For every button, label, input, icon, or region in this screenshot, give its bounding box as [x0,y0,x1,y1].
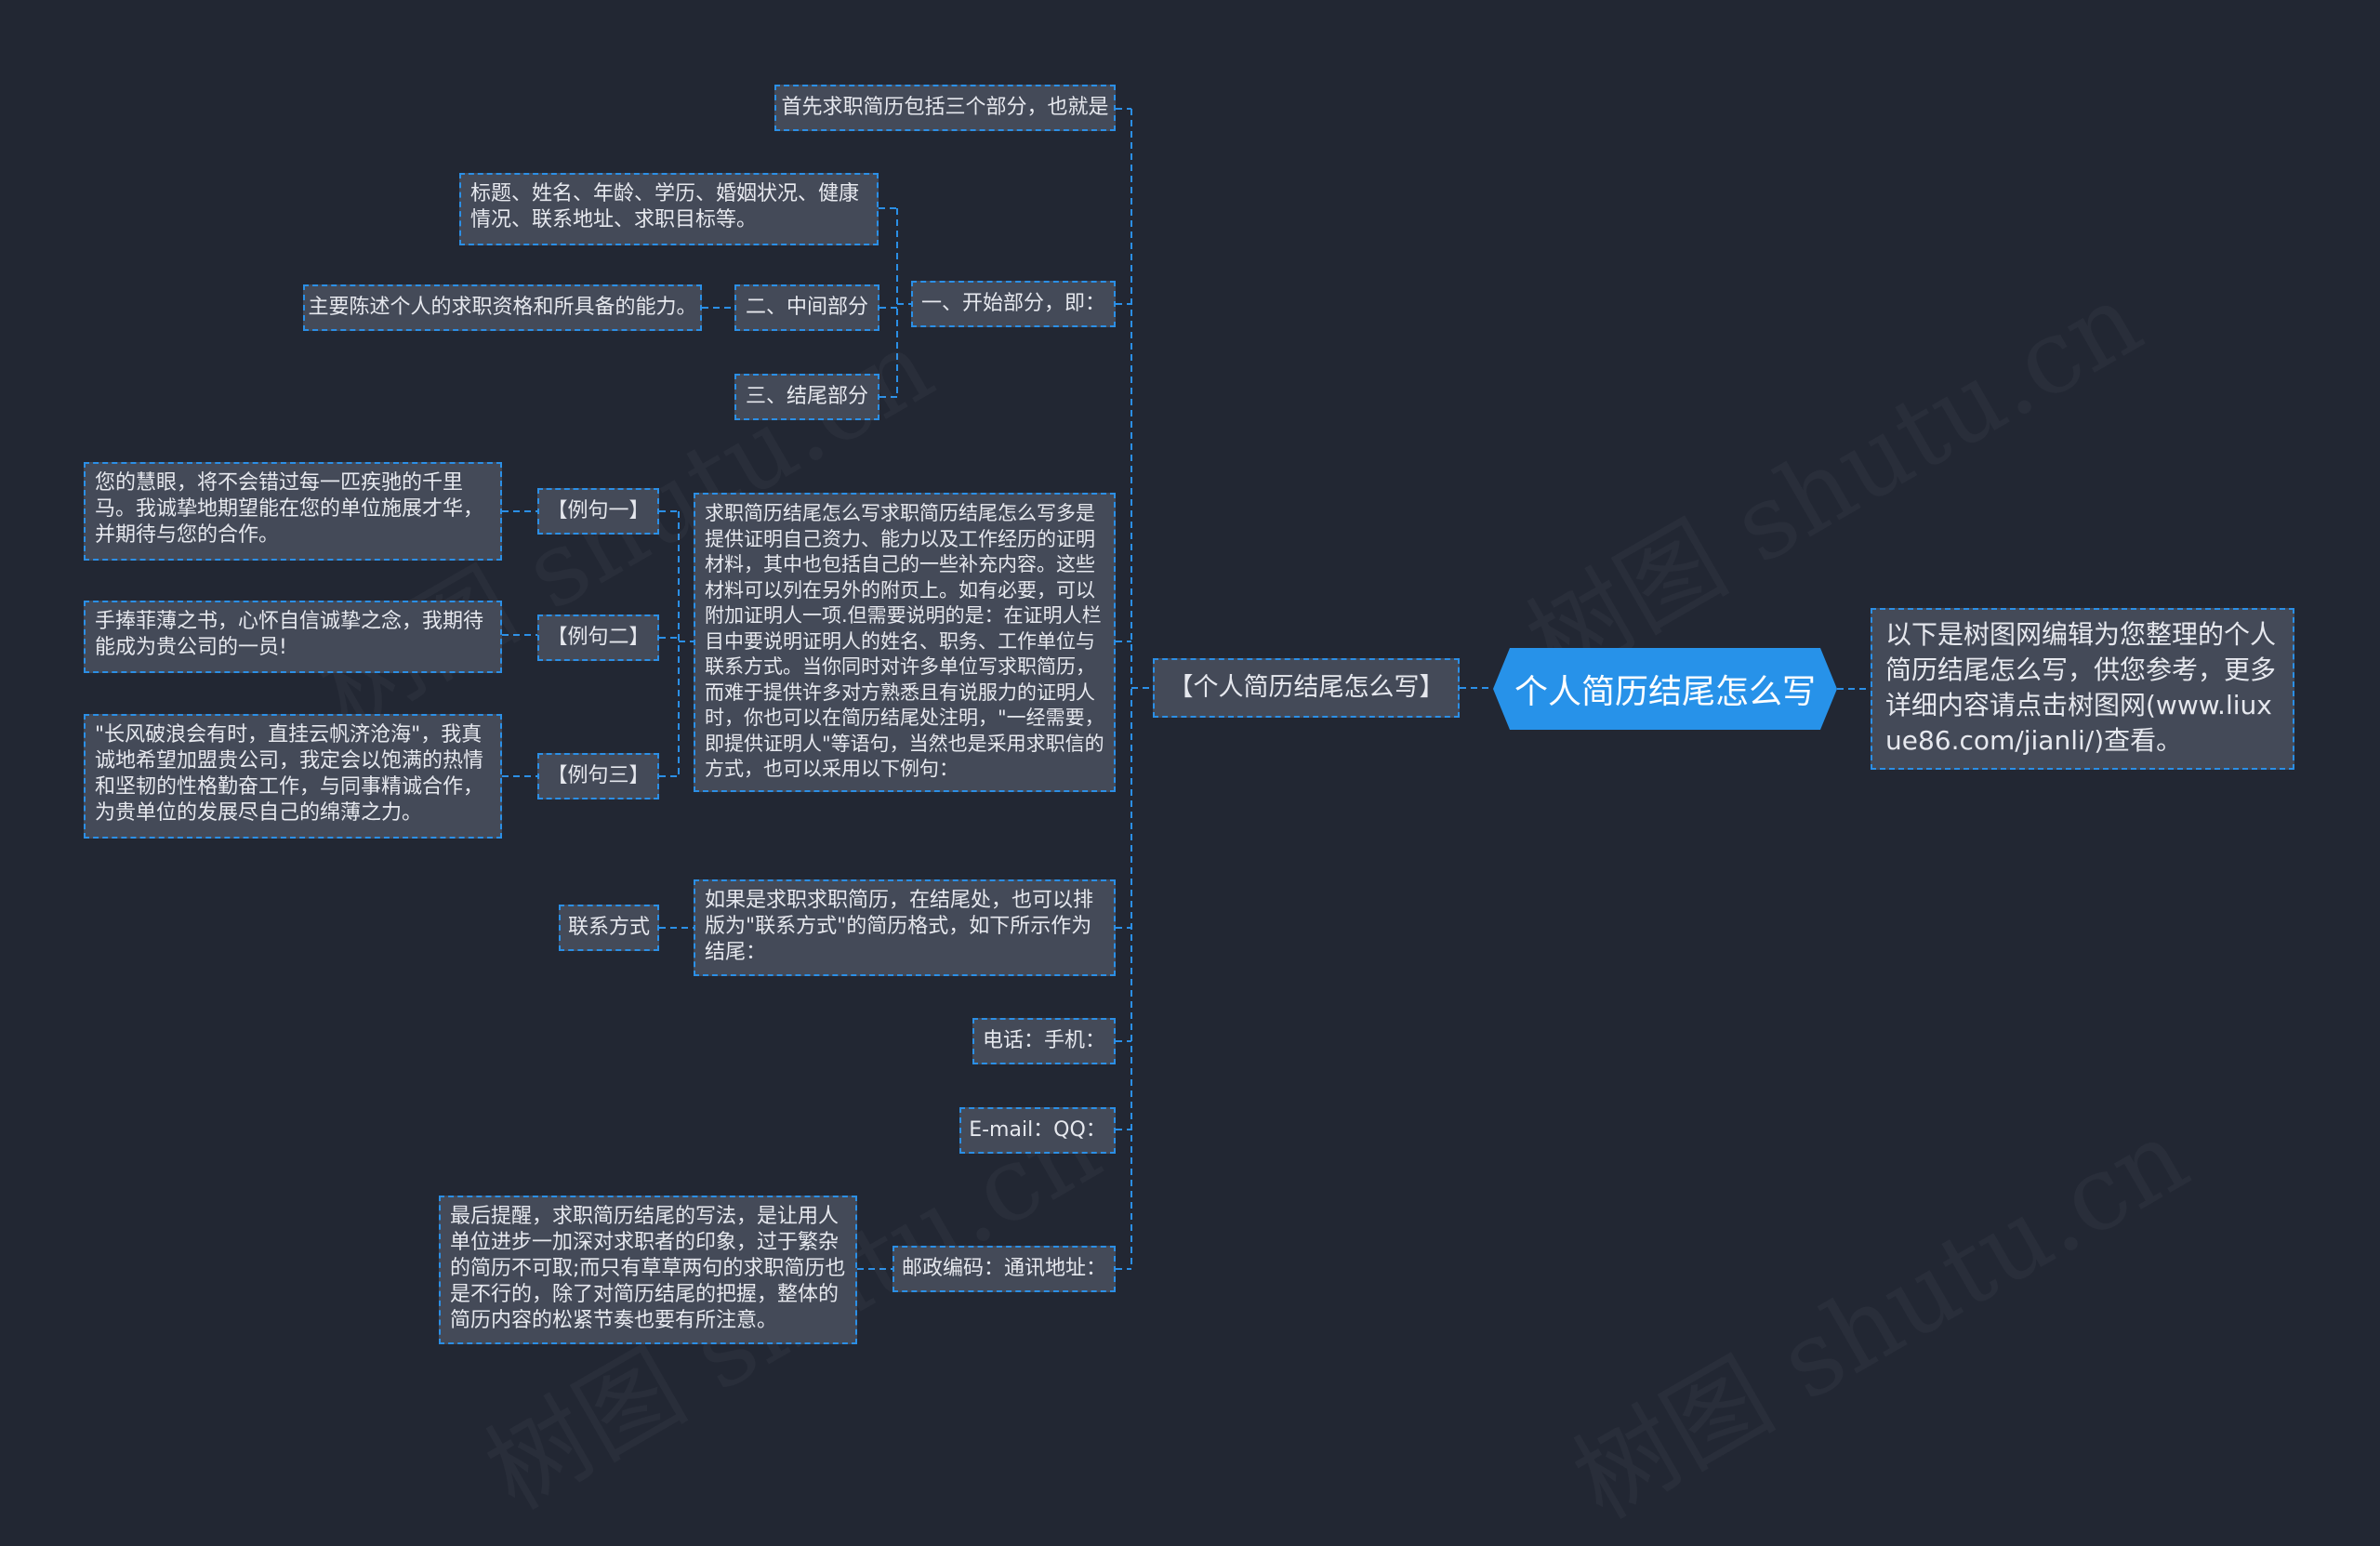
postal-node[interactable]: 邮政编码：通讯地址： [892,1246,1116,1292]
part2-detail-node[interactable]: 主要陈述个人的求职资格和所具备的能力。 [303,284,702,331]
phone-node[interactable]: 电话：手机： [972,1018,1116,1064]
ending-body-node[interactable]: 求职简历结尾怎么写求职简历结尾怎么写多是提供证明自己资力、能力以及工作经历的证明… [694,493,1116,792]
example1-text-node[interactable]: 您的慧眼，将不会错过每一匹疾驰的千里马。我诚挚地期望能在您的单位施展才华，并期待… [84,462,502,561]
intro-node[interactable]: 首先求职简历包括三个部分，也就是 [774,85,1116,131]
example2-text-node[interactable]: 手捧菲薄之书，心怀自信诚挚之念，我期待能成为贵公司的一员! [84,601,502,673]
example2-node[interactable]: 【例句二】 [537,614,659,661]
contact-body-node[interactable]: 如果是求职求职简历，在结尾处，也可以排版为"联系方式"的简历格式，如下所示作为结… [694,879,1116,976]
connector-lines [502,108,1871,1270]
example3-text-node[interactable]: "长风破浪会有时，直挂云帆济沧海"，我真诚地希望加盟贵公司，我定会以饱满的热情和… [84,714,502,839]
part3-node[interactable]: 三、结尾部分 [734,374,879,420]
branch-node[interactable]: 【个人简历结尾怎么写】 [1153,658,1460,718]
final-note-node[interactable]: 最后提醒，求职简历结尾的写法，是让用人单位进步一加深对求职者的印象，过于繁杂的简… [439,1196,857,1344]
part2-node[interactable]: 二、中间部分 [734,284,879,331]
part1-node[interactable]: 一、开始部分，即： [911,281,1116,327]
part1-detail-node[interactable]: 标题、姓名、年龄、学历、婚姻状况、健康情况、联系地址、求职目标等。 [459,173,879,245]
contact-node[interactable]: 联系方式 [559,905,659,951]
root-topic[interactable]: 个人简历结尾怎么写 [1493,648,1837,730]
email-node[interactable]: E-mail：QQ： [959,1107,1116,1154]
example3-node[interactable]: 【例句三】 [537,753,659,799]
example1-node[interactable]: 【例句一】 [537,488,659,535]
summary-node[interactable]: 以下是树图网编辑为您整理的个人简历结尾怎么写，供您参考，更多详细内容请点击树图网… [1871,608,2294,770]
